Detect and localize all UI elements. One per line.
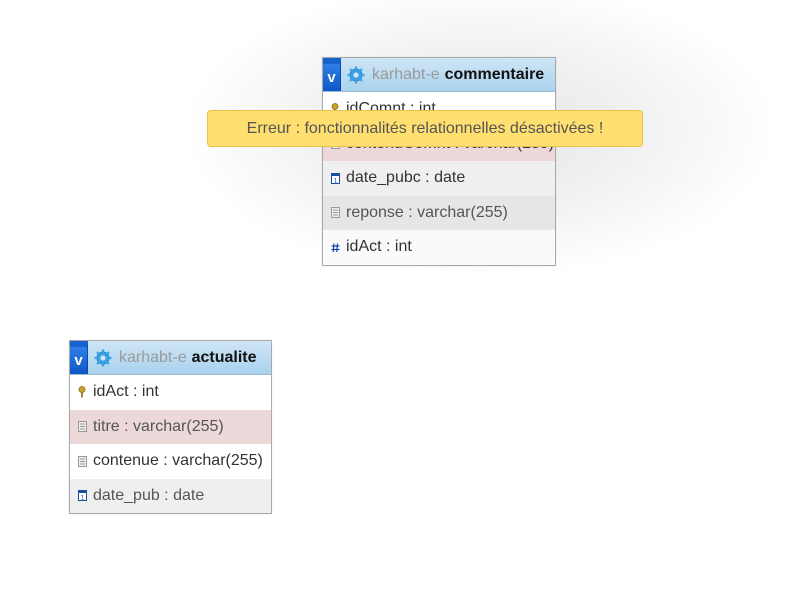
text-field-icon: [77, 420, 87, 434]
text-field-icon: [77, 454, 87, 468]
column-row[interactable]: contenue : varchar(255): [70, 444, 271, 479]
date-icon: 1: [77, 489, 87, 503]
column-label: idAct : int: [346, 238, 412, 256]
gear-icon[interactable]: [94, 349, 112, 367]
column-row[interactable]: titre : varchar(255): [70, 409, 271, 444]
column-label: date_pubc : date: [346, 169, 466, 187]
table-name: commentaire: [444, 65, 545, 83]
collapse-toggle-button[interactable]: v: [323, 58, 341, 91]
database-name: karhabt-e: [119, 348, 187, 366]
table-name: actualite: [191, 348, 257, 366]
column-label: date_pub : date: [93, 486, 205, 504]
table-header[interactable]: v karhabt-e commentaire: [323, 58, 555, 92]
column-label: idAct : int: [93, 383, 159, 401]
column-row[interactable]: reponse : varchar(255): [323, 195, 555, 230]
date-icon: 1: [330, 171, 340, 185]
column-row[interactable]: idAct : int: [323, 230, 555, 265]
numeric-icon: [330, 240, 340, 254]
column-row[interactable]: 1 date_pubc : date: [323, 161, 555, 196]
error-text: Erreur : fonctionnalités relationnelles …: [246, 119, 604, 137]
column-label: contenue : varchar(255): [93, 452, 263, 470]
table-header[interactable]: v karhabt-e actualite: [70, 341, 271, 375]
key-icon: [77, 385, 87, 399]
collapse-toggle-button[interactable]: v: [70, 341, 88, 374]
column-label: reponse : varchar(255): [346, 203, 508, 221]
svg-text:1: 1: [80, 495, 84, 502]
text-field-icon: [330, 206, 340, 220]
table-commentaire[interactable]: v karhabt-e commentaire idComnt : int co…: [322, 57, 556, 266]
column-row[interactable]: idAct : int: [70, 375, 271, 410]
column-label: titre : varchar(255): [93, 417, 224, 435]
gear-icon[interactable]: [347, 66, 365, 84]
svg-text:1: 1: [333, 177, 337, 184]
table-actualite[interactable]: v karhabt-e actualite idAct : int titre …: [69, 340, 272, 514]
error-message: Erreur : fonctionnalités relationnelles …: [207, 110, 643, 147]
database-name: karhabt-e: [372, 65, 440, 83]
column-row[interactable]: 1 date_pub : date: [70, 478, 271, 513]
